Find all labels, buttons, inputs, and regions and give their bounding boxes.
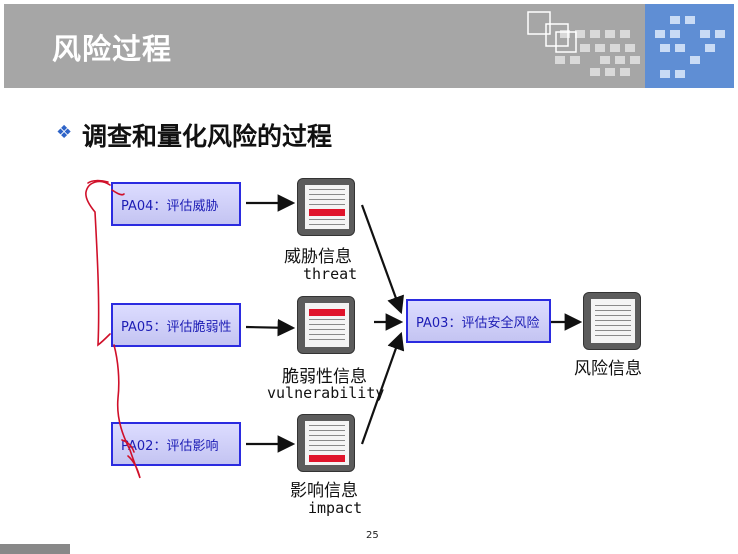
pa05-label: PA05：评估脆弱性 <box>121 319 232 335</box>
vuln-label-cn: 脆弱性信息 <box>282 367 367 387</box>
pa03-box: PA03：评估安全风险 <box>406 299 551 343</box>
pa04-label: PA04：评估威胁 <box>121 198 219 214</box>
vuln-label-en: vulnerability <box>267 384 385 402</box>
arrow-impact-to-pa03 <box>360 331 405 445</box>
diamond-bullet-icon: ❖ <box>56 122 73 143</box>
impact-label-en: impact <box>308 499 363 517</box>
slide-title: 风险过程 <box>52 32 173 66</box>
bottom-tab <box>0 544 70 554</box>
threat-label-en: threat <box>303 265 358 283</box>
threat-label-cn: 威胁信息 <box>284 247 352 267</box>
arrow-threat-to-pa03 <box>360 204 404 315</box>
document-icon <box>583 292 641 350</box>
document-icon <box>297 414 355 472</box>
pa05-box: PA05：评估脆弱性 <box>111 303 241 347</box>
pa03-label: PA03：评估安全风险 <box>416 315 540 331</box>
impact-label-cn: 影响信息 <box>290 481 358 501</box>
page-number: 25 <box>366 530 379 541</box>
subtitle: 调查和量化风险的过程 <box>82 122 333 151</box>
document-icon <box>297 178 355 236</box>
risk-label-cn: 风险信息 <box>574 359 642 379</box>
pa04-box: PA04：评估威胁 <box>111 182 241 226</box>
pa02-box: PA02：评估影响 <box>111 422 241 466</box>
document-icon <box>297 296 355 354</box>
arrow-pa05-to-vuln <box>245 318 296 337</box>
pa02-label: PA02：评估影响 <box>121 438 219 454</box>
